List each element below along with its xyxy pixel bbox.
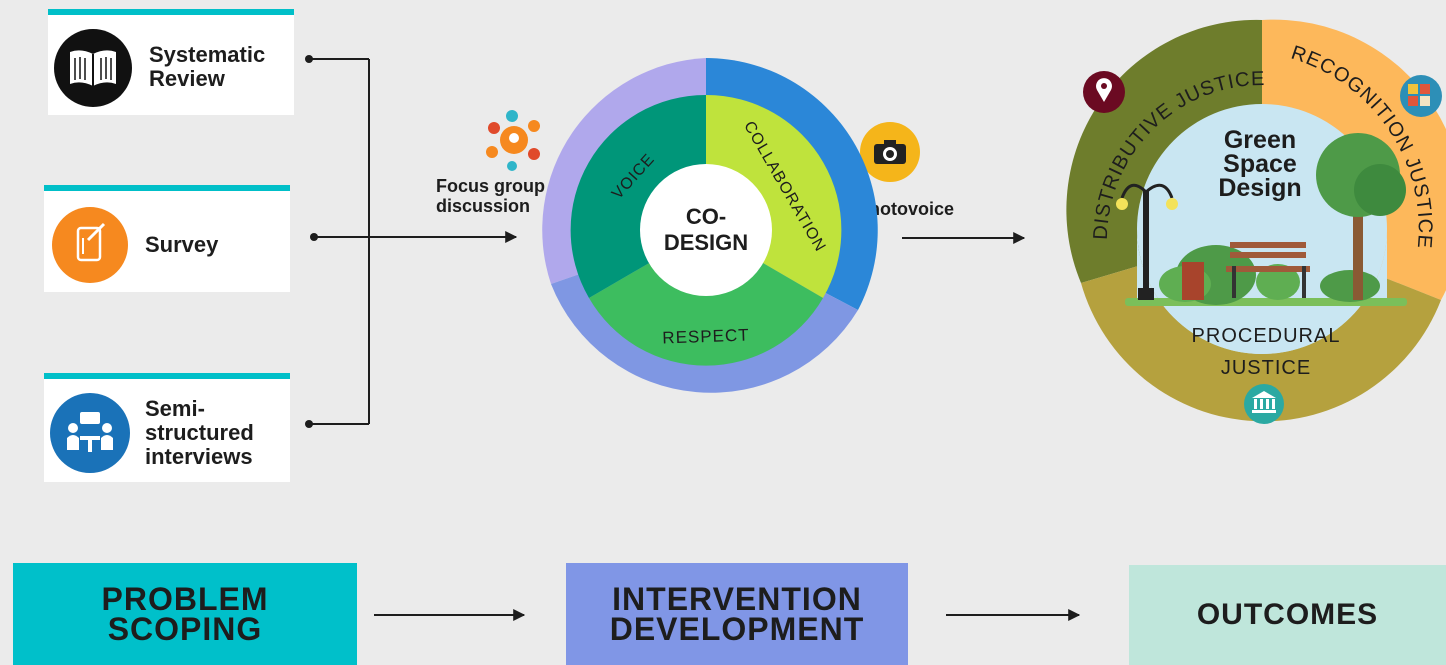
focus-group-people-icon	[482, 108, 546, 172]
codesign-center-label: CO- DESIGN	[663, 204, 749, 255]
green-space-title: Green Space Design	[1218, 126, 1302, 202]
interview-icon	[50, 393, 130, 473]
segment-label-respect: RESPECT	[662, 325, 750, 348]
focus-group-label: Focus group discussion	[436, 176, 545, 216]
camera-icon	[860, 122, 920, 182]
method-label: Systematic Review	[149, 42, 266, 91]
method-card-survey: Survey	[44, 185, 290, 292]
method-card-interviews: Semi- structured interviews	[44, 373, 290, 482]
book-icon	[54, 29, 132, 107]
photovoice-label: Photovoice	[857, 199, 955, 219]
method-card-systematic-review: Systematic Review	[48, 9, 294, 115]
stage-intervention-development: INTERVENTION DEVELOPMENT	[566, 563, 908, 665]
stage-outcomes: OUTCOMES	[1129, 565, 1446, 665]
bracket-connector	[310, 58, 370, 425]
method-label: Semi- structured interviews	[145, 396, 254, 469]
survey-clipboard-icon	[52, 207, 128, 283]
stage-problem-scoping: PROBLEM SCOPING	[13, 563, 357, 665]
method-label: Survey	[145, 232, 219, 257]
procedural-justice-label: PROCEDURAL JUSTICE	[1191, 325, 1341, 379]
